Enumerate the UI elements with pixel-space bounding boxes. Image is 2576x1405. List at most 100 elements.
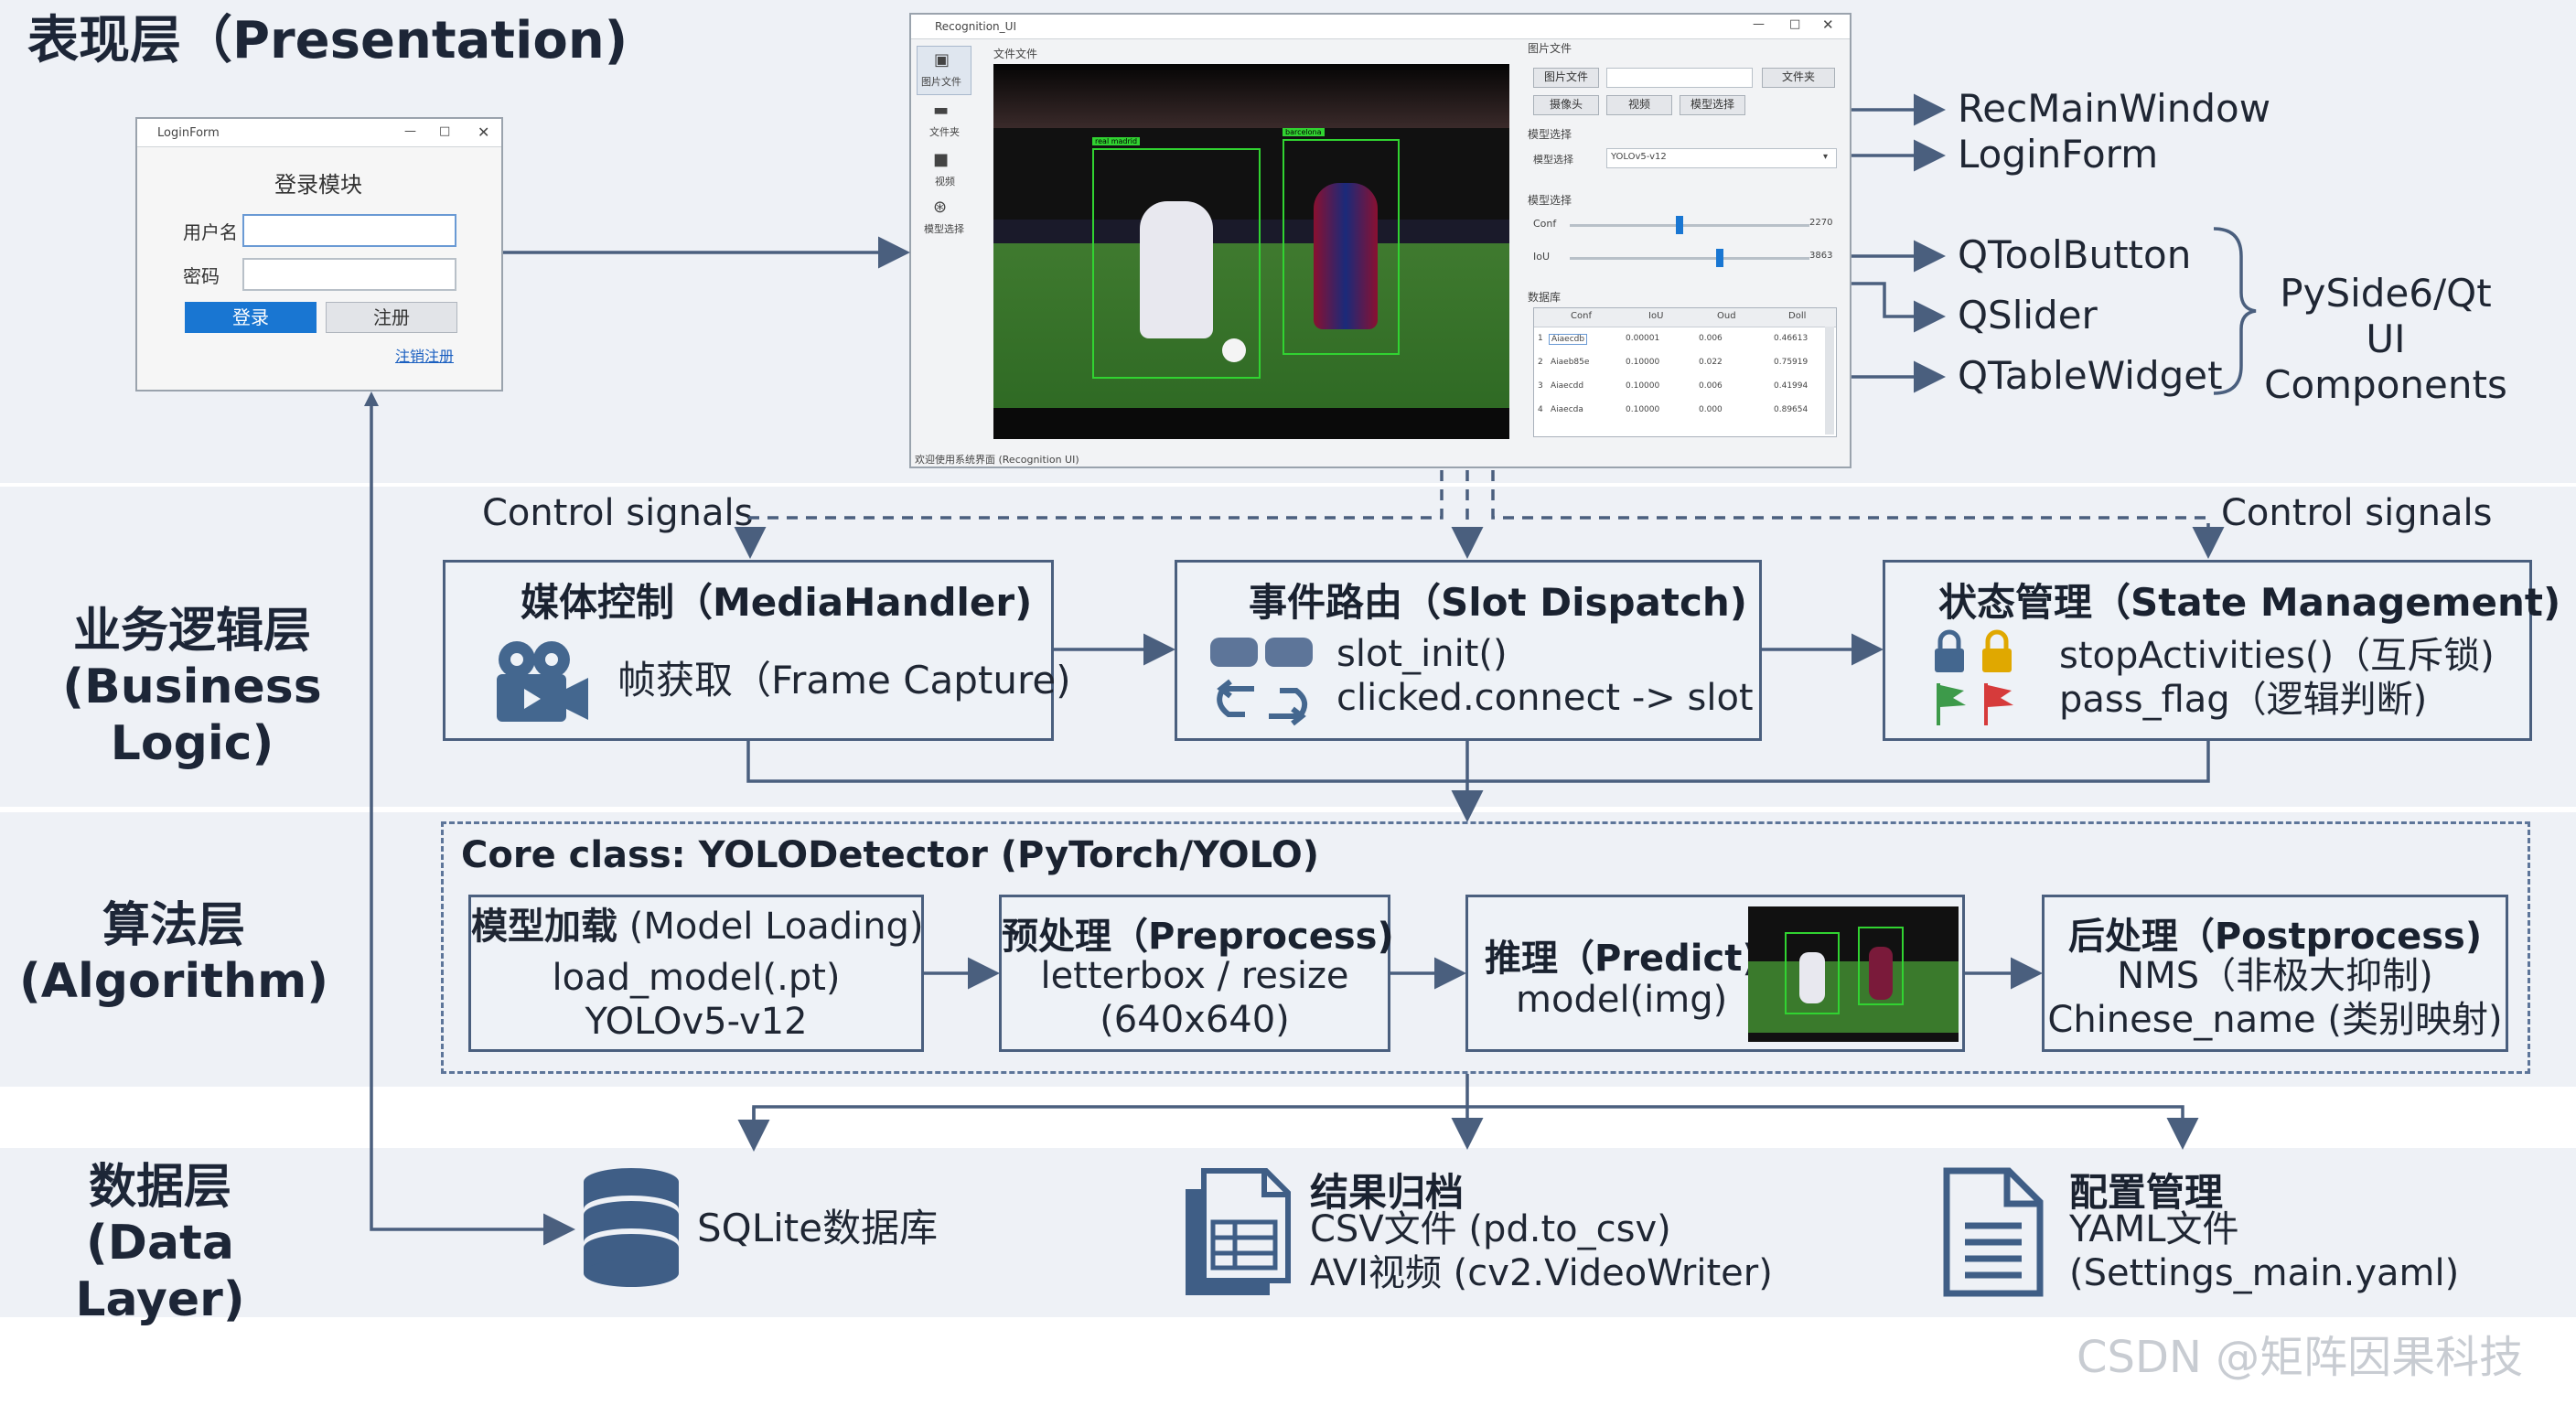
minimize-icon[interactable]: — (404, 124, 416, 138)
row-index: 2 (1538, 358, 1543, 367)
table-row[interactable]: 3 Aiaecdd 0.10000 0.006 0.41994 (1534, 378, 1827, 398)
flag-icons (1931, 680, 2019, 727)
side-btn-folder-label: 文件夹 (929, 126, 960, 138)
algorithm-layer-title: 算法层 (Algorithm) (0, 898, 348, 1011)
side-btn-video-label: 视频 (935, 176, 955, 188)
close-icon[interactable]: ✕ (1822, 16, 1834, 33)
pyside-group-line1: PySide6/Qt UI (2280, 271, 2492, 361)
predict-thumbnail (1748, 906, 1959, 1042)
label-qslider: QSlider (1958, 293, 2098, 338)
result-table[interactable]: Conf IoU Oud Doll 1 Aiaecdb 0.00001 0.00… (1533, 307, 1837, 437)
row-doll: 0.46613 (1774, 334, 1809, 343)
detection-label-1: real madrid (1092, 137, 1141, 145)
stop-activities-text: stopActivities()（互斥锁) (2059, 635, 2495, 677)
pyside-group-line2: Components (2264, 362, 2507, 407)
side-btn-folder[interactable]: ▬ 文件夹 (917, 99, 970, 145)
data-layer-title-en: (Data Layer) (75, 1216, 245, 1327)
label-qtablewidget: QTableWidget (1958, 353, 2223, 398)
detection-label-2: barcelona (1283, 128, 1325, 136)
pitch (993, 243, 1509, 408)
table-row[interactable]: 4 Aiaecda 0.10000 0.000 0.89654 (1534, 402, 1827, 422)
btn-folder[interactable]: 文件夹 (1762, 68, 1835, 88)
btn-image[interactable]: 图片文件 (1533, 68, 1599, 88)
header-iou: IoU (1648, 311, 1664, 321)
maximize-icon[interactable]: □ (439, 124, 451, 138)
register-button[interactable]: 注册 (326, 302, 457, 333)
table-scrollbar[interactable] (1825, 327, 1834, 434)
postprocess-title: 后处理（Postprocess) (2067, 916, 2483, 958)
algorithm-layer-title-cn: 算法层 (102, 898, 245, 953)
close-icon[interactable]: ✕ (478, 123, 490, 141)
btn-video[interactable]: 视频 (1606, 95, 1672, 115)
label-qtoolbutton: QToolButton (1958, 232, 2192, 277)
iou-slider-track[interactable] (1570, 257, 1809, 260)
conf-slider-track[interactable] (1570, 224, 1809, 227)
row-conf: 0.10000 (1626, 405, 1660, 414)
detection-box-2 (1283, 139, 1400, 355)
username-input[interactable] (242, 214, 456, 247)
predict-call-text: model(img) (1516, 979, 1728, 1021)
stadium-backdrop (993, 64, 1509, 128)
clicked-connect-text: clicked.connect -> slot (1336, 677, 1754, 719)
side-btn-image-label: 图片文件 (921, 76, 961, 88)
conf-value: 2270 (1809, 218, 1833, 228)
model-loading-title-cn: 模型加载 (471, 906, 617, 948)
business-layer-title: 业务逻辑层 (Business Logic) (9, 604, 375, 772)
player-white (1140, 201, 1213, 338)
image-path-input[interactable] (1606, 68, 1753, 88)
param-section-label: 模型选择 (1528, 194, 1572, 207)
side-btn-image[interactable]: ▣ 图片文件 (917, 46, 971, 95)
header-conf: Conf (1571, 311, 1592, 321)
predict-box: 推理（Predict) model(img) (1465, 895, 1965, 1052)
algorithm-layer-title-en: (Algorithm) (18, 954, 329, 1010)
data-layer-title-cn: 数据层 (88, 1160, 231, 1215)
status-bar: 欢迎使用系统界面 (Recognition UI) (915, 454, 1079, 466)
conf-slider-handle[interactable] (1676, 216, 1683, 234)
iou-slider-handle[interactable] (1716, 249, 1723, 267)
row-doll: 0.75919 (1774, 358, 1809, 367)
login-window: LoginForm — □ ✕ 登录模块 用户名 密码 登录 注册 注销注册 (135, 117, 503, 391)
frame-capture-text: 帧获取（Frame Capture) (617, 658, 1071, 702)
side-btn-model[interactable]: ⊛ 模型选择 (917, 196, 970, 241)
folder-icon: ▬ (933, 101, 950, 120)
model-section-label: 模型选择 (1528, 128, 1572, 141)
iou-label: IoU (1533, 251, 1551, 263)
predict-title: 推理（Predict) (1485, 938, 1759, 980)
password-input[interactable] (242, 258, 456, 291)
model-icon: ⊛ (933, 198, 948, 217)
minimize-icon[interactable]: — (1753, 17, 1765, 31)
toggle-buttons-icon (1208, 634, 1318, 670)
login-titlebar: LoginForm — □ ✕ (137, 119, 501, 147)
maximize-icon[interactable]: □ (1789, 17, 1801, 31)
row-index: 3 (1538, 381, 1543, 391)
video-camera-icon (489, 638, 590, 725)
letterbox-text: letterbox / resize (1040, 955, 1349, 997)
table-header: Conf IoU Oud Doll (1534, 308, 1836, 327)
recognition-titlebar: Recognition_UI — □ ✕ (911, 15, 1850, 39)
lock-icons (1931, 628, 2019, 676)
logout-link[interactable]: 注销注册 (395, 348, 455, 365)
slot-init-text: slot_init() (1336, 633, 1508, 675)
slot-dispatch-box: 事件路由（Slot Dispatch) slot_init() clicked.… (1175, 560, 1762, 741)
display-label: 文件文件 (993, 48, 1038, 60)
avi-video-text: AVI视频 (cv2.VideoWriter) (1310, 1252, 1773, 1294)
spreadsheet-doc-icon (1182, 1167, 1292, 1299)
btn-camera[interactable]: 摄像头 (1533, 95, 1599, 115)
btn-model[interactable]: 模型选择 (1680, 95, 1745, 115)
media-handler-box: 媒体控制（MediaHandler) 帧获取（Frame Capture) (443, 560, 1071, 741)
business-layer-title-en: (Business Logic) (62, 660, 322, 771)
model-select[interactable]: YOLOv5-v12 ▾ (1606, 148, 1837, 168)
table-row[interactable]: 2 Aiaeb85e 0.10000 0.022 0.75919 (1534, 354, 1827, 374)
header-doll: Doll (1788, 311, 1807, 321)
recognition-window-title: Recognition_UI (935, 20, 1016, 33)
yaml-file-text: YAML文件 (2069, 1208, 2239, 1250)
row-iou: 0.000 (1699, 405, 1723, 414)
player-red (1314, 183, 1378, 329)
side-btn-video[interactable]: ■ 视频 (917, 148, 970, 194)
login-button[interactable]: 登录 (185, 302, 317, 333)
presentation-layer-title: 表现层（Presentation) (27, 11, 628, 70)
resize-size-text: (640x640) (1100, 999, 1290, 1041)
settings-file-text: (Settings_main.yaml) (2069, 1252, 2460, 1294)
table-row[interactable]: 1 Aiaecdb 0.00001 0.006 0.46613 (1534, 330, 1827, 350)
thumb-pitch (1748, 961, 1959, 1033)
